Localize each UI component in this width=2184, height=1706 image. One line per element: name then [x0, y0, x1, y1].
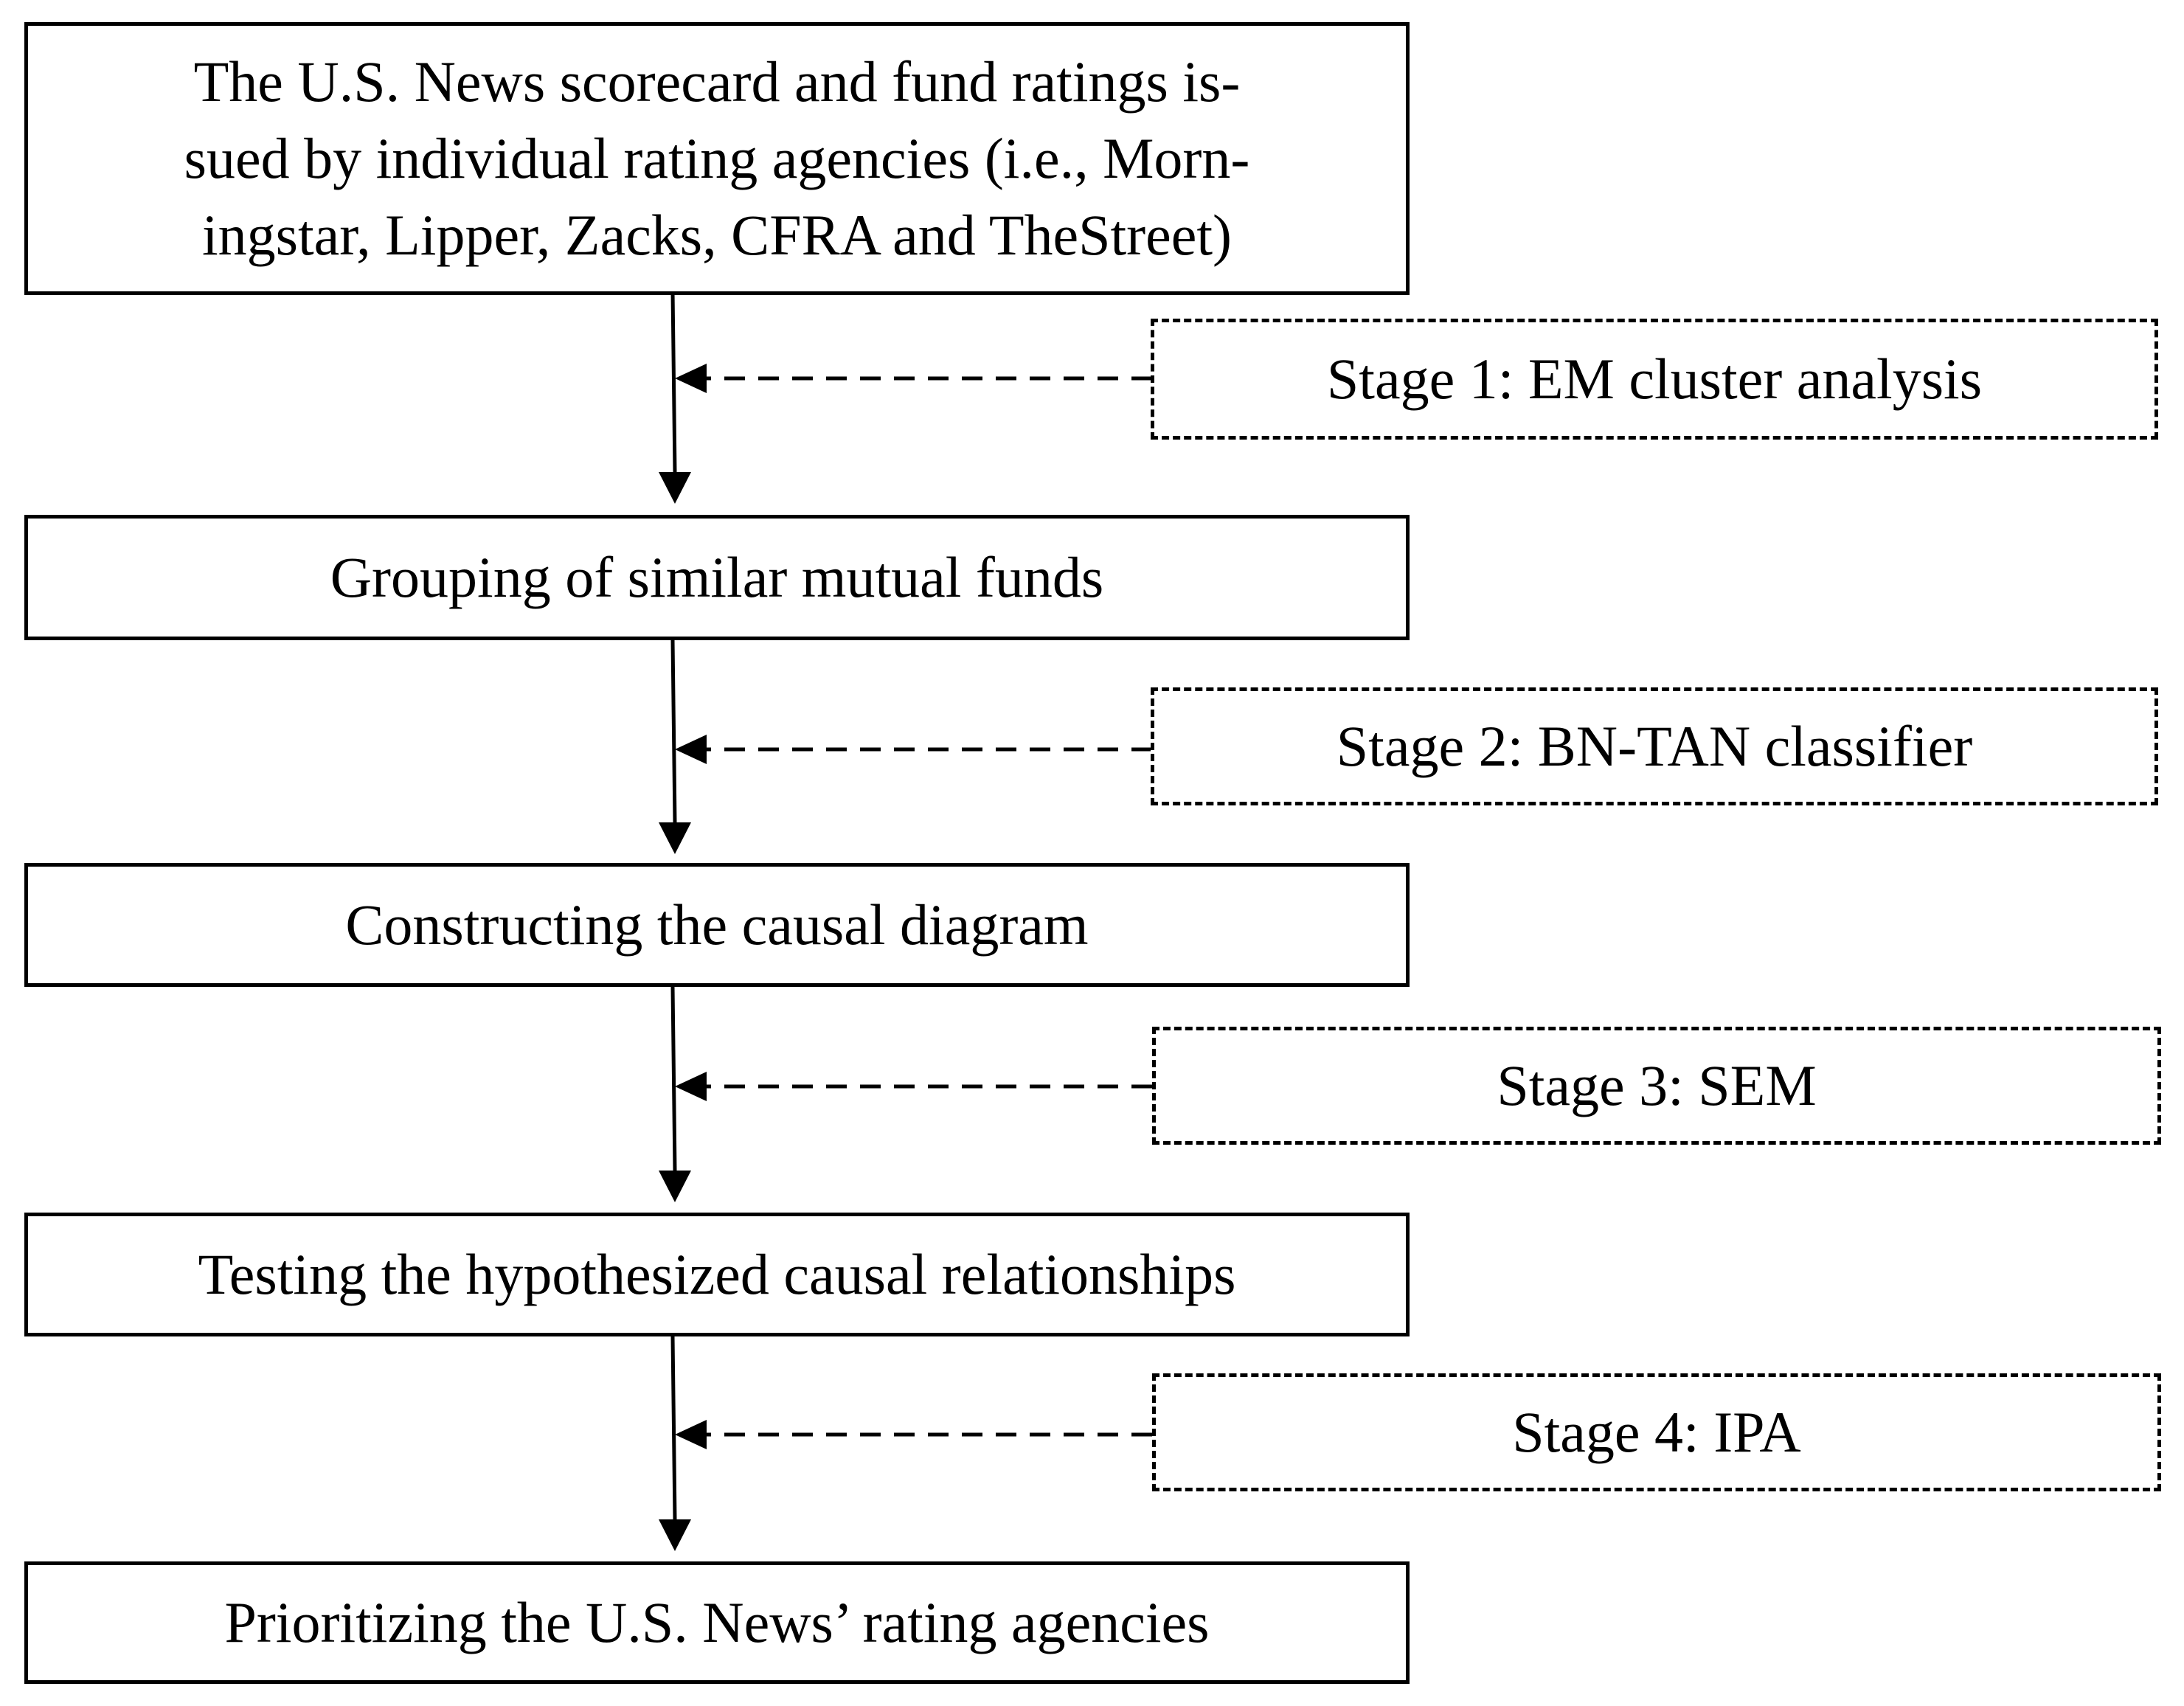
- flow-arrow-4-head: [659, 1519, 691, 1551]
- process-box-source-ratings-text: The U.S. News scorecard and fund ratings…: [184, 44, 1250, 274]
- flow-arrow-1-shaft: [670, 291, 677, 473]
- process-box-prioritizing-text: Prioritizing the U.S. News’ rating agenc…: [224, 1590, 1210, 1654]
- stage-4-label: Stage 4: IPA: [1512, 1400, 1801, 1464]
- stage-1-arrow-head: [675, 364, 707, 393]
- flow-arrow-2-shaft: [670, 639, 677, 823]
- process-box-source-ratings-line-2: sued by individual rating agencies (i.e.…: [184, 126, 1250, 190]
- stage-2-arrow-head: [675, 735, 707, 764]
- process-box-grouping-text: Grouping of similar mutual funds: [330, 545, 1104, 609]
- process-box-prioritizing: Prioritizing the U.S. News’ rating agenc…: [24, 1561, 1410, 1684]
- stage-1-label: Stage 1: EM cluster analysis: [1326, 347, 1983, 411]
- process-box-source-ratings-line-3: ingstar, Lipper, Zacks, CFRA and TheStre…: [201, 203, 1233, 267]
- stage-box-2: Stage 2: BN-TAN classifier: [1151, 687, 2158, 805]
- flow-arrow-4-shaft: [670, 1336, 677, 1520]
- stage-3-arrow-head: [675, 1072, 707, 1101]
- stage-2-label: Stage 2: BN-TAN classifier: [1336, 714, 1973, 778]
- process-box-causal-diagram-text: Constructing the causal diagram: [345, 892, 1089, 957]
- stage-box-1: Stage 1: EM cluster analysis: [1151, 319, 2158, 440]
- stage-3-label: Stage 3: SEM: [1497, 1053, 1817, 1117]
- process-box-source-ratings: The U.S. News scorecard and fund ratings…: [24, 22, 1410, 295]
- process-box-testing: Testing the hypothesized causal relation…: [24, 1213, 1410, 1336]
- process-box-causal-diagram: Constructing the causal diagram: [24, 863, 1410, 987]
- flow-arrow-3-shaft: [670, 986, 677, 1171]
- flow-arrow-1-head: [659, 472, 691, 504]
- flow-arrow-2-head: [659, 822, 691, 854]
- stage-box-3: Stage 3: SEM: [1152, 1027, 2161, 1145]
- process-box-testing-text: Testing the hypothesized causal relation…: [198, 1242, 1236, 1306]
- stage-box-4: Stage 4: IPA: [1152, 1373, 2161, 1491]
- process-box-source-ratings-line-1: The U.S. News scorecard and fund ratings…: [193, 49, 1241, 114]
- flow-arrow-3-head: [659, 1171, 691, 1202]
- stage-4-arrow-head: [675, 1420, 707, 1449]
- process-box-grouping: Grouping of similar mutual funds: [24, 515, 1410, 640]
